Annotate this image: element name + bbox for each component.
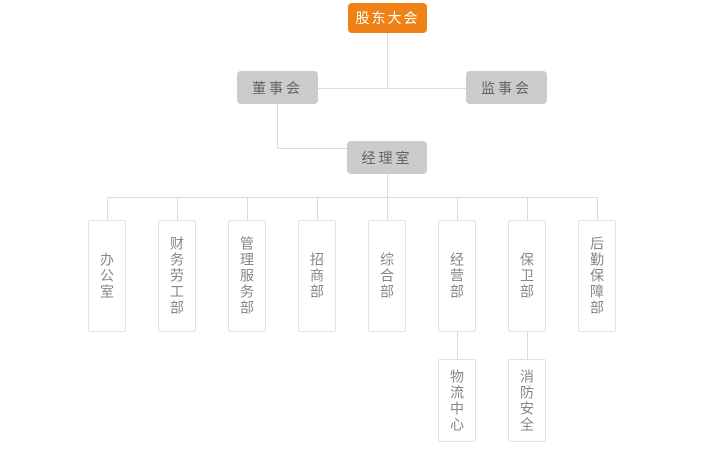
- connector-drop-management: [247, 197, 248, 220]
- connector-drop-office: [107, 197, 108, 220]
- connector-board-down: [277, 104, 278, 148]
- node-supervisory-board[interactable]: 监事会: [466, 71, 547, 104]
- node-dept-operations[interactable]: 经营部: [438, 220, 476, 332]
- node-subunit-logistics-center-label: 物流中心: [449, 368, 465, 433]
- node-dept-logistics-support-label: 后勤保障部: [589, 236, 605, 316]
- node-dept-management-service[interactable]: 管理服务部: [228, 220, 266, 332]
- node-dept-office[interactable]: 办公室: [88, 220, 126, 332]
- node-dept-investment-label: 招商部: [309, 252, 325, 300]
- node-shareholders-meeting[interactable]: 股东大会: [348, 3, 427, 33]
- node-dept-general-label: 综合部: [379, 252, 395, 300]
- node-supervisory-board-label: 监事会: [481, 79, 532, 96]
- connector-board-to-manager: [277, 148, 347, 149]
- node-dept-office-label: 办公室: [99, 252, 115, 300]
- node-board-of-directors[interactable]: 董事会: [237, 71, 318, 104]
- node-shareholders-meeting-label: 股东大会: [355, 10, 420, 26]
- connector-drop-investment: [317, 197, 318, 220]
- node-dept-security-label: 保卫部: [519, 252, 535, 300]
- node-board-of-directors-label: 董事会: [252, 79, 303, 96]
- node-dept-logistics-support[interactable]: 后勤保障部: [578, 220, 616, 332]
- node-subunit-fire-safety-label: 消防安全: [519, 368, 535, 433]
- connector-root-down: [387, 33, 388, 88]
- connector-drop-security: [527, 197, 528, 220]
- connector-drop-general: [387, 197, 388, 220]
- node-dept-management-service-label: 管理服务部: [239, 236, 255, 316]
- node-manager-office-label: 经理室: [361, 149, 413, 166]
- connector-manager-down: [387, 174, 388, 197]
- connector-drop-logistics: [597, 197, 598, 220]
- node-dept-finance-labor[interactable]: 财务劳工部: [158, 220, 196, 332]
- node-subunit-logistics-center[interactable]: 物流中心: [438, 359, 476, 442]
- node-dept-finance-labor-label: 财务劳工部: [169, 236, 185, 316]
- node-dept-operations-label: 经营部: [449, 252, 465, 300]
- connector-boards-horizontal: [318, 88, 467, 89]
- node-dept-security[interactable]: 保卫部: [508, 220, 546, 332]
- connector-departments-bus: [107, 197, 597, 198]
- node-dept-general[interactable]: 综合部: [368, 220, 406, 332]
- node-subunit-fire-safety[interactable]: 消防安全: [508, 359, 546, 442]
- connector-drop-finance: [177, 197, 178, 220]
- connector-operations-to-sub: [457, 332, 458, 359]
- connector-security-to-sub: [527, 332, 528, 359]
- node-dept-investment[interactable]: 招商部: [298, 220, 336, 332]
- connector-drop-operations: [457, 197, 458, 220]
- node-manager-office[interactable]: 经理室: [347, 141, 427, 174]
